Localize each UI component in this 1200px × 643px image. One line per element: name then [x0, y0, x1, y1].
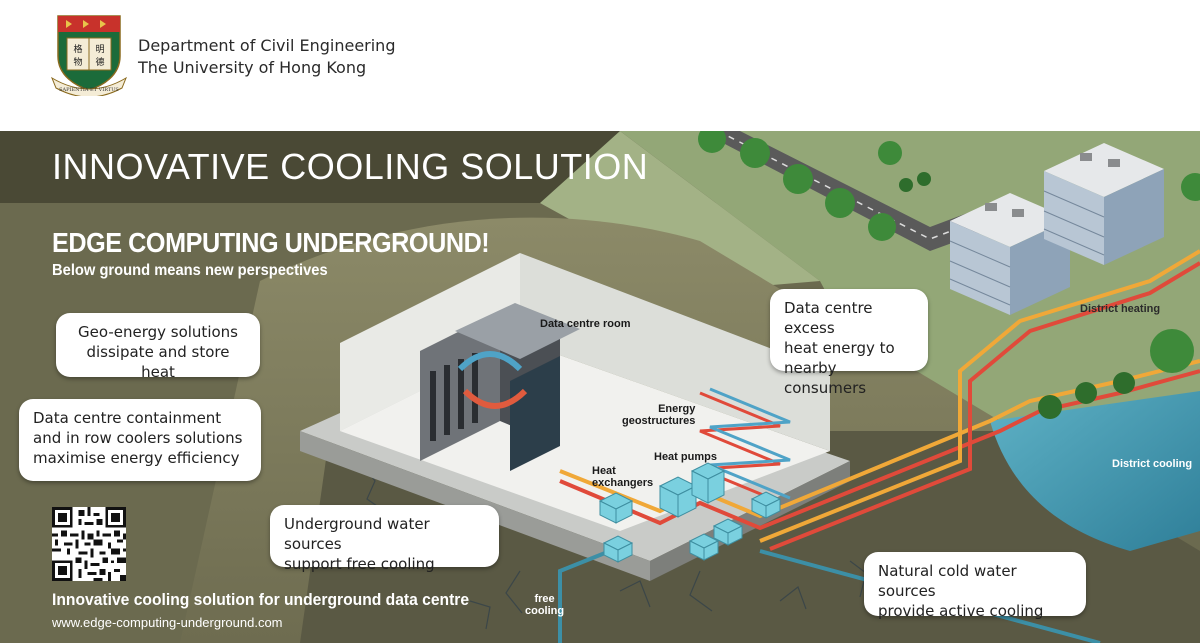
bubble-geo-energy: Geo-energy solutions dissipate and store…: [56, 313, 260, 381]
qr-code-icon[interactable]: [52, 507, 126, 581]
label-district-heating: District heating: [1080, 303, 1161, 315]
label-heat-pumps: Heat pumps: [654, 451, 717, 463]
headline: EDGE COMPUTING UNDERGROUND!: [52, 227, 490, 258]
footer-title: Innovative cooling solution for undergro…: [52, 590, 470, 609]
subheadline: Below ground means new perspectives: [52, 262, 328, 279]
university-line: The University of Hong Kong: [138, 58, 367, 77]
svg-text:明: 明: [95, 44, 104, 55]
university-crest-icon: 格 明 物 德 SAPIENTIA ET VIRTUS: [50, 15, 128, 96]
label-line: free: [534, 593, 555, 605]
label-line: exchangers: [592, 477, 654, 489]
label-data-centre-room: Data centre room: [540, 318, 631, 330]
bubble-line: Underground water sources: [284, 515, 430, 553]
bubble-line: support free cooling: [284, 555, 435, 573]
bubble-line: and in row coolers solutions: [33, 429, 243, 447]
heat-pump-units: [598, 462, 782, 563]
label-heat-exchangers: Heat exchangers: [592, 465, 653, 489]
poster-title: INNOVATIVE COOLING SOLUTION: [52, 146, 649, 187]
header: 格 明 物 德 SAPIENTIA ET VIRTUS Department o…: [0, 0, 1200, 131]
office-buildings: [949, 143, 1164, 315]
bubble-line: heat energy to: [784, 339, 895, 357]
bubble-line: provide active cooling: [878, 602, 1044, 620]
svg-text:格: 格: [73, 43, 82, 55]
label-line: cooling: [525, 605, 565, 617]
bubble-excess-heat: Data centre excess heat energy to nearby…: [770, 289, 928, 397]
department-name: Department of Civil Engineering The Univ…: [138, 35, 395, 79]
label-line: Heat: [592, 465, 616, 477]
label-free-cooling: free cooling: [525, 593, 564, 617]
cooling-poster: INNOVATIVE COOLING SOLUTION EDGE COMPUTI…: [0, 131, 1200, 643]
server-racks: [420, 303, 580, 471]
footer-url[interactable]: www.edge-computing-underground.com: [52, 615, 283, 630]
svg-text:物: 物: [73, 56, 82, 68]
label-district-cooling: District cooling: [1112, 458, 1193, 470]
label-line: Energy: [658, 403, 696, 415]
svg-text:SAPIENTIA ET VIRTUS: SAPIENTIA ET VIRTUS: [59, 87, 119, 93]
bubble-cold-water: Natural cold water sources provide activ…: [864, 552, 1086, 620]
bubble-line: nearby consumers: [784, 359, 867, 397]
bubble-containment: Data centre containment and in row coole…: [19, 399, 261, 481]
label-line: geostructures: [622, 415, 696, 427]
label-energy-geostructures: Energy geostructures: [622, 403, 695, 427]
bubble-line: Geo-energy solutions: [78, 323, 238, 341]
bubble-line: Data centre excess: [784, 299, 873, 337]
department-line: Department of Civil Engineering: [138, 36, 396, 55]
bubble-line: dissipate and store heat: [86, 343, 230, 381]
bubble-line: maximise energy efficiency: [33, 449, 240, 467]
bubble-line: Data centre containment: [33, 409, 222, 427]
svg-text:德: 德: [95, 56, 104, 68]
trees: [698, 131, 1200, 419]
bubble-underground-water: Underground water sources support free c…: [270, 505, 499, 573]
bubble-line: Natural cold water sources: [878, 562, 1017, 600]
